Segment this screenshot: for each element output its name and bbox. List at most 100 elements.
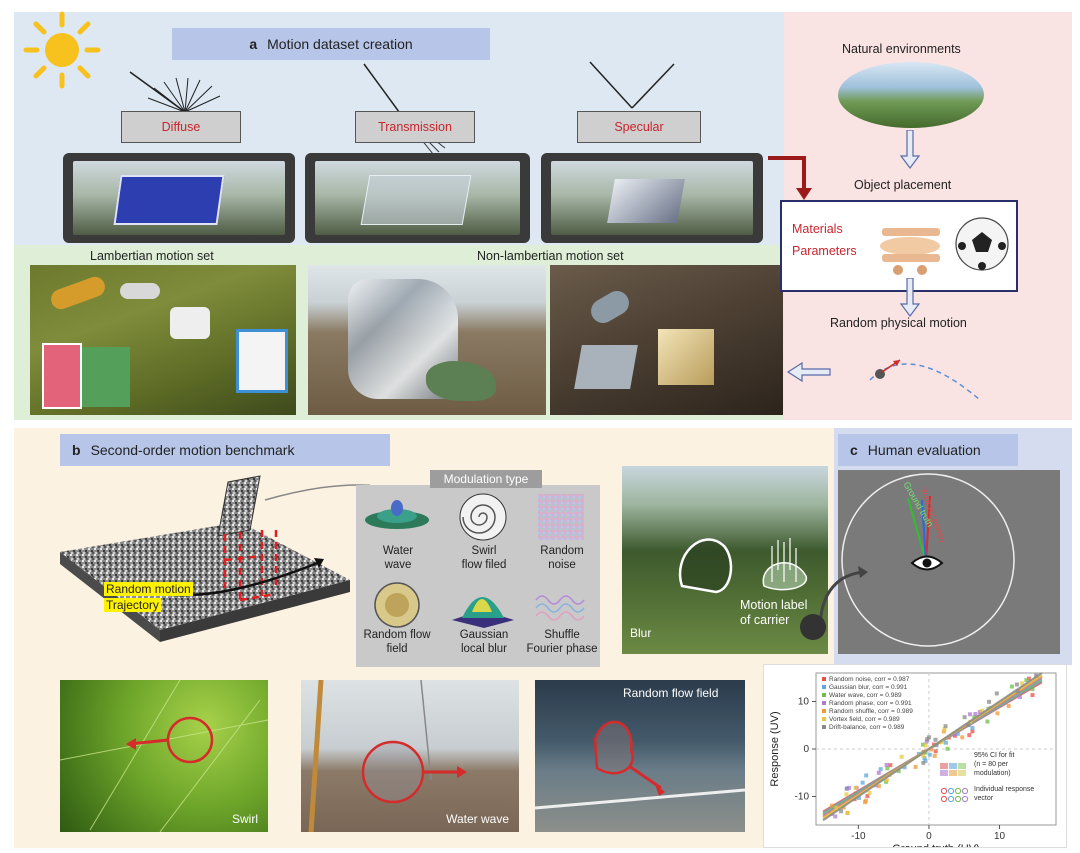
motion-label-line: of carrier bbox=[740, 613, 790, 627]
legend-marker bbox=[822, 709, 826, 713]
scatter-point bbox=[845, 810, 850, 815]
panel-c-title: Human evaluation bbox=[867, 442, 981, 458]
swirl-example-photo: Swirl bbox=[60, 680, 268, 832]
scatter-point bbox=[942, 727, 947, 732]
transmission-box: Transmission bbox=[355, 111, 475, 143]
modulation-label-line: Random bbox=[540, 545, 584, 557]
evaluation-screen: Ground truth Your response bbox=[838, 470, 1060, 654]
ci-label: (n = 80 per bbox=[974, 761, 1009, 768]
scatter-point bbox=[884, 778, 889, 783]
carrier-shape-outlines bbox=[678, 538, 807, 594]
response-vector-icon bbox=[947, 787, 955, 795]
scatter-point bbox=[1017, 695, 1022, 700]
trajectory-label: Random motion Trajectory bbox=[104, 581, 193, 613]
legend-entry: Random shuffle, corr = 0.989 bbox=[829, 708, 913, 715]
random-noise-icon bbox=[538, 494, 584, 540]
specular-render-image bbox=[551, 161, 753, 235]
ci-swatch bbox=[958, 770, 966, 776]
swirl-icon bbox=[459, 493, 507, 541]
scatter-point bbox=[1006, 703, 1011, 708]
x-tick-label: -10 bbox=[851, 831, 866, 842]
scatter-point bbox=[939, 740, 944, 745]
legend-marker bbox=[822, 725, 826, 729]
random-flow-example-label: Random flow field bbox=[623, 686, 719, 700]
scatter-point bbox=[1015, 689, 1020, 694]
left-arrow-icon bbox=[786, 362, 831, 382]
modulation-label-line: wave bbox=[384, 559, 412, 571]
transmission-render-image bbox=[315, 161, 520, 235]
diffuse-render-monitor bbox=[63, 153, 295, 243]
scatter-point bbox=[885, 766, 890, 771]
scatter-point bbox=[1020, 681, 1025, 686]
ci-swatch bbox=[949, 763, 957, 769]
scatter-point bbox=[865, 794, 870, 799]
legend-entry: Gaussian blur, corr = 0.991 bbox=[829, 684, 908, 691]
legend-entry: Drift-balance, corr = 0.989 bbox=[829, 724, 905, 731]
water-wave-annotation bbox=[308, 680, 467, 832]
natural-env-label: Natural environments bbox=[842, 42, 961, 56]
scatter-point bbox=[955, 731, 960, 736]
scatter-point bbox=[902, 765, 907, 770]
scatter-point bbox=[913, 764, 918, 769]
trajectory-label-line-1: Random motion bbox=[104, 582, 193, 596]
parameters-label: Parameters bbox=[792, 244, 857, 258]
scatter-point bbox=[943, 724, 948, 729]
scatter-point bbox=[884, 762, 889, 767]
swirl-annotation bbox=[60, 680, 268, 832]
trajectory-label-line-2: Trajectory bbox=[104, 598, 161, 612]
motion-trajectory-icon bbox=[869, 359, 981, 401]
scatter-point bbox=[833, 814, 838, 819]
scatter-point bbox=[878, 767, 883, 772]
scatter-point bbox=[985, 719, 990, 724]
down-arrow-icon bbox=[900, 130, 920, 169]
scatter-point bbox=[995, 711, 1000, 716]
panel-c-letter: c bbox=[850, 442, 858, 458]
scatter-point bbox=[970, 725, 975, 730]
modulation-label-line: flow filed bbox=[461, 559, 507, 571]
basket-object bbox=[236, 329, 288, 393]
y-tick-label: 10 bbox=[798, 697, 810, 708]
scatter-point bbox=[967, 733, 972, 738]
random-flow-field-icon bbox=[374, 582, 420, 628]
random-flow-example-photo: Random flow field bbox=[535, 680, 745, 832]
ci-label: 95% CI for fit bbox=[974, 752, 1015, 759]
scatter-point bbox=[924, 739, 929, 744]
scatter-point bbox=[933, 737, 938, 742]
legend-marker bbox=[822, 701, 826, 705]
scatter-point bbox=[896, 769, 901, 774]
scatter-point bbox=[1030, 693, 1035, 698]
scatter-point bbox=[943, 740, 948, 745]
scatter-point bbox=[844, 786, 849, 791]
modulation-label-line: local blur bbox=[460, 643, 508, 655]
specular-label: Specular bbox=[614, 120, 664, 134]
panel-a-letter: a bbox=[249, 36, 258, 52]
scatter-point bbox=[1024, 678, 1029, 683]
response-vector-icon bbox=[940, 795, 948, 803]
red-elbow-arrow bbox=[768, 156, 812, 200]
response-vector-icon bbox=[940, 787, 948, 795]
modulation-label-line: noise bbox=[548, 559, 576, 571]
motion-label-line: Motion label bbox=[740, 598, 808, 612]
swirl-example-label: Swirl bbox=[232, 812, 258, 826]
modulation-label-line: Shuffle bbox=[544, 629, 580, 641]
scatter-point bbox=[853, 785, 858, 790]
scatter-point bbox=[1014, 682, 1019, 687]
water-wave-icon bbox=[365, 500, 429, 529]
scatter-point bbox=[876, 784, 881, 789]
scatter-point bbox=[864, 773, 869, 778]
scatter-point bbox=[921, 753, 926, 758]
down-arrow-icon bbox=[900, 278, 920, 317]
water-wave-example-photo: Water wave bbox=[301, 680, 519, 832]
individual-response-label: vector bbox=[974, 795, 994, 802]
modulation-label-line: Gaussian bbox=[459, 629, 509, 641]
scatter-point bbox=[966, 723, 971, 728]
scatter-point bbox=[834, 805, 839, 810]
scatter-point bbox=[933, 749, 938, 754]
ci-label: modulation) bbox=[974, 770, 1011, 777]
scatter-point bbox=[929, 747, 934, 752]
response-vector-icon bbox=[947, 795, 955, 803]
scatter-point bbox=[876, 770, 881, 775]
legend-entry: Water wave, corr = 0.989 bbox=[829, 692, 902, 699]
